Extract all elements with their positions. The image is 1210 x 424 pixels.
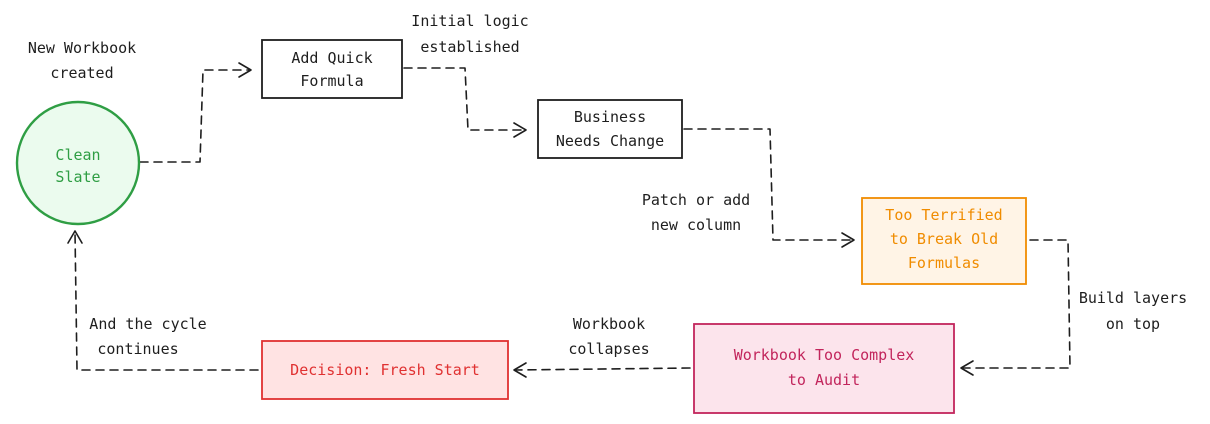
- node-business-needs-change: Business Needs Change: [537, 99, 683, 159]
- label-initial-logic-established: Initial logic established: [411, 12, 528, 56]
- node-workbook-too-complex: Workbook Too Complex to Audit: [693, 323, 955, 414]
- too-terrified-line-2: to Break Old: [890, 230, 998, 248]
- initial-logic-line-1: Initial logic: [411, 12, 528, 30]
- label-build-layers-on-top: Build layers on top: [1079, 289, 1187, 333]
- add-quick-formula-line-1: Add Quick: [291, 49, 372, 67]
- edge-change-to-fear: [683, 128, 855, 248]
- label-workbook-collapses: Workbook collapses: [568, 315, 649, 358]
- edge-complex-to-fresh: [513, 362, 691, 378]
- build-layers-line-1: Build layers: [1079, 289, 1187, 307]
- edge-formula-to-change: [403, 67, 527, 138]
- patch-line-2: new column: [651, 216, 741, 234]
- patch-line-1: Patch or add: [642, 191, 750, 209]
- build-layers-line-2: on top: [1106, 315, 1160, 333]
- collapses-line-1: Workbook: [573, 315, 645, 333]
- too-terrified-line-1: Too Terrified: [885, 206, 1002, 224]
- workbook-too-complex-line-1: Workbook Too Complex: [734, 346, 915, 364]
- cycle-line-1: And the cycle: [89, 315, 206, 333]
- node-add-quick-formula: Add Quick Formula: [261, 39, 403, 99]
- node-too-terrified: Too Terrified to Break Old Formulas: [861, 197, 1027, 285]
- edge-fear-to-complex: [960, 239, 1071, 376]
- new-workbook-line-2: created: [50, 64, 113, 82]
- workbook-too-complex-line-2: to Audit: [788, 371, 860, 389]
- too-terrified-line-3: Formulas: [908, 254, 980, 272]
- cycle-line-2: continues: [97, 340, 178, 358]
- business-needs-change-line-1: Business: [574, 108, 646, 126]
- add-quick-formula-line-2: Formula: [300, 72, 363, 90]
- label-and-the-cycle-continues: And the cycle continues: [89, 315, 206, 358]
- clean-slate-line-2: Slate: [55, 168, 100, 186]
- clean-slate-line-1: Clean: [55, 146, 100, 164]
- label-new-workbook-created: New Workbook created: [28, 39, 136, 82]
- node-clean-slate: Clean Slate: [15, 100, 141, 226]
- label-patch-or-add-column: Patch or add new column: [642, 191, 750, 234]
- collapses-line-2: collapses: [568, 340, 649, 358]
- new-workbook-line-1: New Workbook: [28, 39, 136, 57]
- initial-logic-line-2: established: [420, 38, 519, 56]
- edge-fresh-to-start: [67, 230, 259, 371]
- business-needs-change-line-2: Needs Change: [556, 132, 664, 150]
- edge-start-to-formula: [139, 62, 252, 163]
- decision-fresh-start-label: Decision: Fresh Start: [290, 361, 480, 379]
- node-decision-fresh-start: Decision: Fresh Start: [261, 340, 509, 400]
